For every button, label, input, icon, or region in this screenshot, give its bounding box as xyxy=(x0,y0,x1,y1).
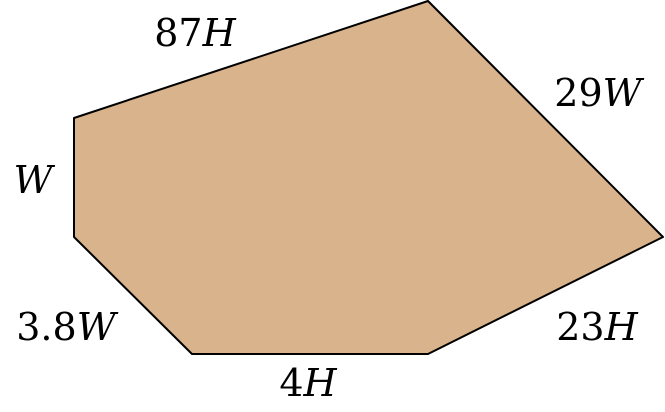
label-lower-left: 3.8W xyxy=(16,305,118,349)
label-left: W xyxy=(13,158,55,202)
label-top: 87H xyxy=(154,11,236,55)
label-bottom: 4H xyxy=(279,361,337,405)
label-upper-right: 29W xyxy=(554,71,644,115)
label-lower-right: 23H xyxy=(556,305,638,349)
heptagon-shape xyxy=(73,0,664,355)
